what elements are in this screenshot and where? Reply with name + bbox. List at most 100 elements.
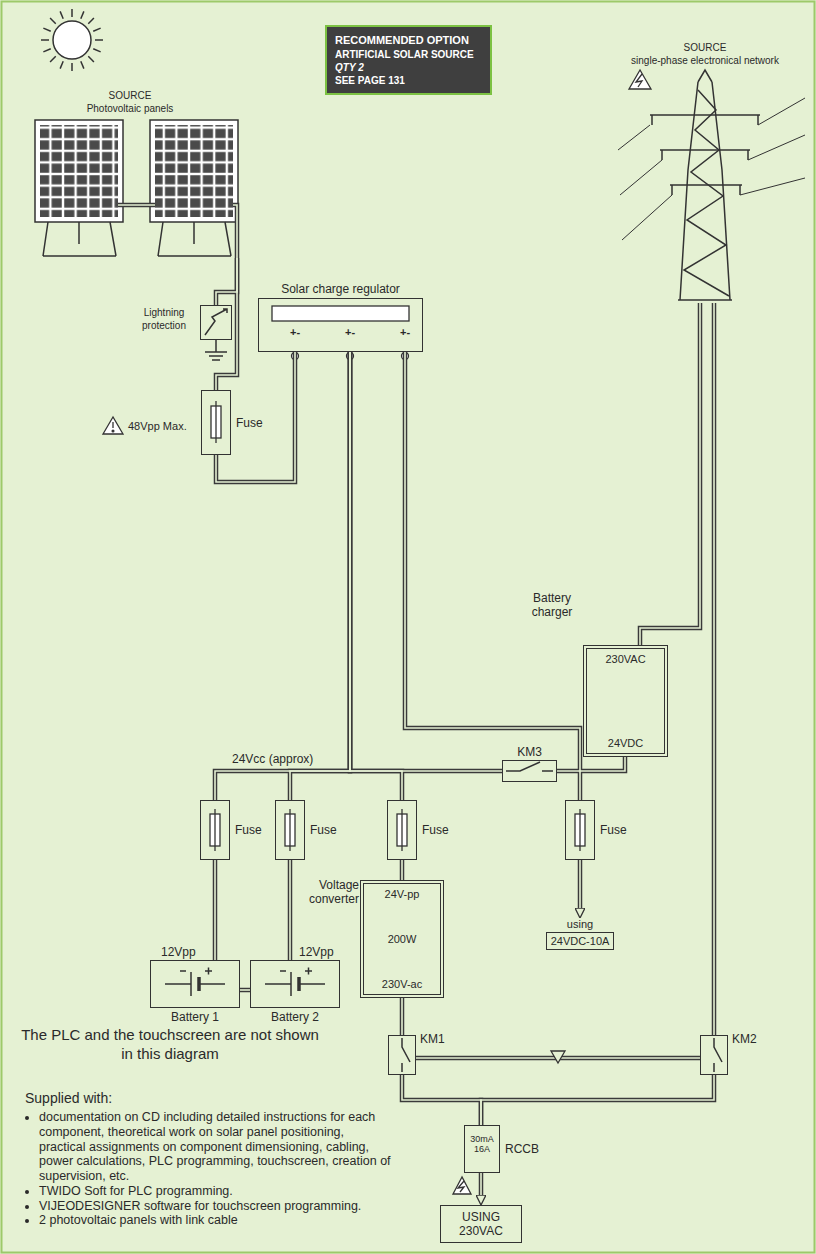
wire: [216, 258, 237, 305]
battery-symbol: [265, 968, 325, 997]
wire-core: [480, 1173, 482, 1195]
fuse-symbol: [289, 809, 290, 851]
warning-symbol: [103, 70, 651, 1194]
battery-symbol: [197, 977, 201, 991]
wire-core: [401, 998, 403, 1035]
wire: [400, 860, 405, 880]
node-text: Solar charge regulator: [259, 282, 422, 296]
regulator-display: [272, 306, 409, 321]
fuse-box: Fuse: [565, 800, 595, 860]
warning-symbol: [636, 74, 642, 87]
pylon: [618, 98, 805, 240]
node-text: USING 230VAC: [452, 1210, 510, 1239]
sun-symbol: [60, 11, 63, 18]
note-text: Supplied with:: [25, 1090, 112, 1106]
wire-core: [289, 860, 291, 960]
node-text: 200W: [388, 933, 417, 945]
sun-symbol: [50, 18, 56, 24]
solar-panel: [43, 222, 116, 256]
wire-core: [481, 1075, 714, 1125]
note-text: 48Vpp Max.: [128, 420, 187, 432]
pylon: [618, 70, 805, 300]
battery-box: 12VppBattery 1: [150, 960, 240, 1008]
sun-symbol: [60, 61, 63, 68]
node-text: Fuse: [235, 823, 262, 837]
wire: [712, 303, 717, 1035]
wire-core: [713, 303, 715, 1035]
solar-panel: [158, 222, 231, 256]
node-text: Battery charger: [521, 591, 583, 620]
node-text: Fuse: [600, 823, 627, 837]
contactor-symbol: [402, 762, 722, 1072]
node-text: KM3: [503, 745, 556, 759]
wire-core: [405, 352, 580, 800]
node-text: 230VAC: [605, 653, 645, 665]
wire: [400, 998, 405, 1035]
sun-symbol: [88, 56, 94, 62]
node-text: KM1: [420, 1032, 445, 1046]
wire: [557, 757, 625, 771]
bullet-item: 2 photovoltaic panels with link cable: [39, 1213, 391, 1228]
panel-cable: [118, 205, 237, 258]
node-text: Fuse: [310, 823, 337, 837]
solar-panel: [35, 120, 238, 256]
node-text: KM2: [732, 1032, 757, 1046]
wire: [290, 352, 350, 800]
rccb-box: 30mA 16ARCCB: [464, 1125, 500, 1173]
sun-symbol: [71, 9, 73, 17]
panel-cable: [118, 205, 237, 258]
fuse-symbol: [210, 401, 585, 851]
wire-core: [216, 258, 237, 390]
wire: [215, 352, 350, 800]
ground-symbol: [205, 340, 227, 360]
ground-symbol: [205, 340, 227, 360]
fuse-symbol: [401, 809, 402, 851]
sun-symbol: [88, 18, 94, 24]
regulator-display: [272, 306, 409, 321]
node-text: RECOMMENDED OPTION: [335, 33, 482, 48]
warning-symbol: [112, 422, 113, 428]
wire: [578, 860, 583, 908]
wire: [216, 258, 237, 390]
terminal-polarity: +-: [285, 326, 305, 338]
interlock-symbol: [551, 1051, 565, 1063]
contactor-symbol: [506, 762, 553, 771]
node-text: 24V-pp: [385, 888, 420, 900]
node-text: 230V-ac: [382, 978, 422, 990]
note-text: 24Vcc (approx): [232, 752, 313, 766]
solar-panel: [150, 120, 238, 222]
node-text: 12Vpp: [161, 945, 196, 959]
sun-symbol: [41, 39, 49, 41]
battery-box: 12VppBattery 2: [250, 960, 340, 1008]
pylon: [684, 90, 729, 296]
sun-symbol: [71, 63, 73, 71]
warning-symbol: [629, 70, 651, 89]
wire: [288, 860, 293, 960]
warning-symbol: [112, 430, 114, 432]
wire-core: [290, 352, 350, 800]
bullet-list: documentation on CD including detailed i…: [25, 1110, 391, 1228]
warning-symbol: [458, 1181, 464, 1192]
solar-panel: [35, 120, 123, 222]
battery-symbol: [297, 977, 301, 991]
voltage-converter-box: Voltage converter24V-pp200W230V-ac: [360, 880, 444, 998]
wire: [350, 352, 502, 771]
solar-source: SOURCEPhotovoltaic panels: [30, 90, 245, 258]
wire: [240, 988, 250, 993]
node-text: QTY 2: [335, 61, 482, 74]
fuse-box: Fuse: [387, 800, 417, 860]
wire-core: [557, 757, 625, 771]
sun-symbol: [93, 28, 100, 31]
fuse-symbol: [579, 809, 580, 851]
wire-core: [216, 352, 295, 482]
interlock-symbol: [551, 1051, 565, 1063]
contactor-box: KM3: [502, 760, 557, 782]
wire-core: [240, 989, 250, 991]
wire-core: [214, 860, 216, 960]
wire: [479, 1173, 484, 1195]
dc-load: using24VDC-10A: [540, 918, 620, 950]
wire: [402, 1075, 481, 1125]
pylon: [650, 115, 760, 195]
